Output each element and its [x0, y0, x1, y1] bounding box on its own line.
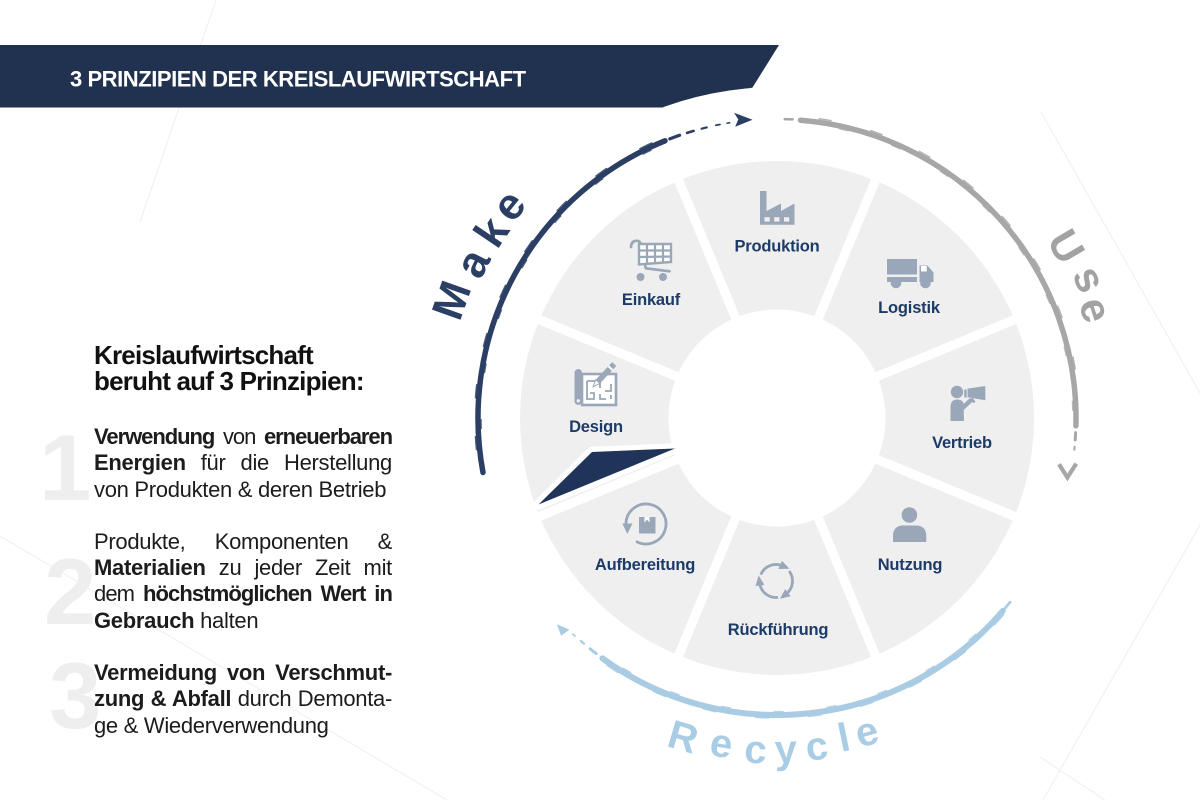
svg-text:Nutzung: Nutzung: [878, 556, 943, 574]
svg-text:c: c: [743, 727, 768, 772]
svg-text:c: c: [803, 724, 830, 770]
svg-text:Rückführung: Rückführung: [728, 621, 828, 639]
svg-text:Aufbereitung: Aufbereitung: [595, 556, 695, 574]
svg-text:Vertrieb: Vertrieb: [932, 434, 992, 452]
svg-text:y: y: [774, 728, 798, 773]
svg-text:3 PRINZIPIEN DER KREISLAUFWIRT: 3 PRINZIPIEN DER KREISLAUFWIRTSCHAFT: [70, 67, 527, 92]
svg-text:Einkauf: Einkauf: [622, 291, 681, 309]
svg-text:Produktion: Produktion: [734, 238, 819, 256]
svg-text:Design: Design: [569, 418, 623, 436]
svg-text:Logistik: Logistik: [878, 299, 941, 317]
